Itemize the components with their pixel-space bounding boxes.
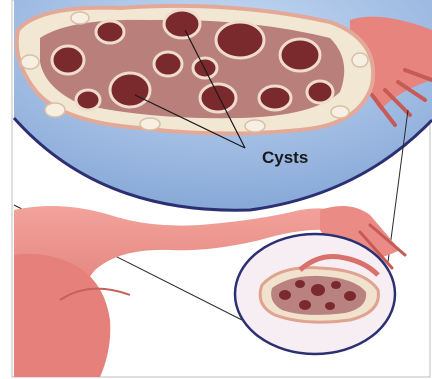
magnified-view: Cysts: [14, 0, 432, 210]
uterus-body: [14, 254, 110, 377]
cysts-label: Cysts: [262, 148, 308, 167]
small-magnifier: [235, 234, 395, 354]
